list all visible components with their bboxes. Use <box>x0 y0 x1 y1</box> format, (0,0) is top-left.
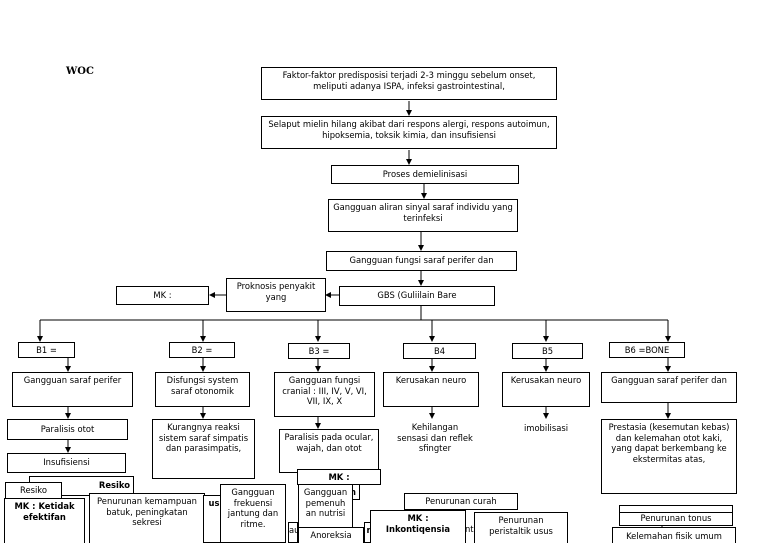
node-b2-disfungsi: Disfungsi system saraf otonomik <box>155 372 250 407</box>
node-b1-mk: MK : Ketidak efektifan <box>4 498 85 543</box>
diagram-title: WOC <box>66 66 94 77</box>
node-b5-imobilisasi: imobilisasi <box>502 419 590 439</box>
node-b6-kelemahan: Kelemahan fisik umum <box>612 527 736 543</box>
node-b1-resiko: Resiko <box>5 482 62 499</box>
node-b4-frag2: nt <box>465 524 474 534</box>
node-b5-kerusakan: Kerusakan neuro <box>502 372 590 407</box>
node-faktor: Faktor-faktor predisposisi terjadi 2-3 m… <box>261 67 557 100</box>
node-b4-mk: MK : Inkontiqensia <box>370 510 466 543</box>
node-b2-gangguan-frekuensi: Gangguan frekuensi jantung dan ritme. <box>220 484 286 543</box>
node-b2-kurangnya: Kurangnya reaksi sistem saraf simpatis d… <box>152 419 255 479</box>
node-b5-penurunan: Penurunan peristaltik usus <box>474 512 568 543</box>
node-b1: B1 = <box>18 342 75 358</box>
node-b4-kerusakan: Kerusakan neuro <box>383 372 479 407</box>
node-b4-kehilangan: Kehilangan sensasi dan reflek sfingter <box>393 419 477 468</box>
node-b4-curah: Penurunan curah <box>404 493 518 510</box>
node-b5: B5 <box>512 343 583 359</box>
node-b1-gangguan: Gangguan saraf perifer <box>12 372 133 407</box>
node-proknosis: Proknosis penyakit yang <box>226 278 326 312</box>
node-b3-anoreksia: Anoreksia <box>298 527 364 543</box>
node-gangguan-aliran: Gangguan aliran sinyal saraf individu ya… <box>328 199 518 232</box>
node-gbs: GBS (Guliilain Bare <box>339 286 495 306</box>
node-b3-frag2: au <box>288 522 298 543</box>
node-b1-paralisis: Paralisis otot <box>7 419 128 440</box>
node-b3: B3 = <box>288 343 350 359</box>
node-b1-insufisiensi: Insufisiensi <box>7 453 126 473</box>
node-b3-mk: MK : <box>297 469 381 485</box>
node-b6: B6 =BONE <box>609 342 685 358</box>
node-gangguan-fungsi: Gangguan fungsi saraf perifer dan <box>326 251 517 271</box>
node-b4: B4 <box>403 343 476 359</box>
node-b3-gangguan-fungsi: Gangguan fungsi cranial : III, IV, V, VI… <box>274 372 375 417</box>
node-b3-paralisis: Paralisis pada ocular, wajah, dan otot <box>279 429 379 473</box>
node-b6-tonus: Penurunan tonus <box>619 512 733 526</box>
node-proses: Proses demielinisasi <box>331 165 519 184</box>
node-b3-gangguan-nutrisi: Gangguan pemenuh an nutrisi <box>298 484 353 528</box>
node-selaput: Selaput mielin hilang akibat dari respon… <box>261 116 557 149</box>
node-mk-top: MK : <box>116 286 209 305</box>
node-b2: B2 = <box>169 342 235 358</box>
node-b6-prestasia: Prestasia (kesemutan kebas) dan kelemaha… <box>601 419 737 494</box>
node-b6-gangguan: Gangguan saraf perifer dan <box>601 372 737 403</box>
node-b1-penurunan: Penurunan kemampuan batuk, peningkatan s… <box>89 493 205 543</box>
